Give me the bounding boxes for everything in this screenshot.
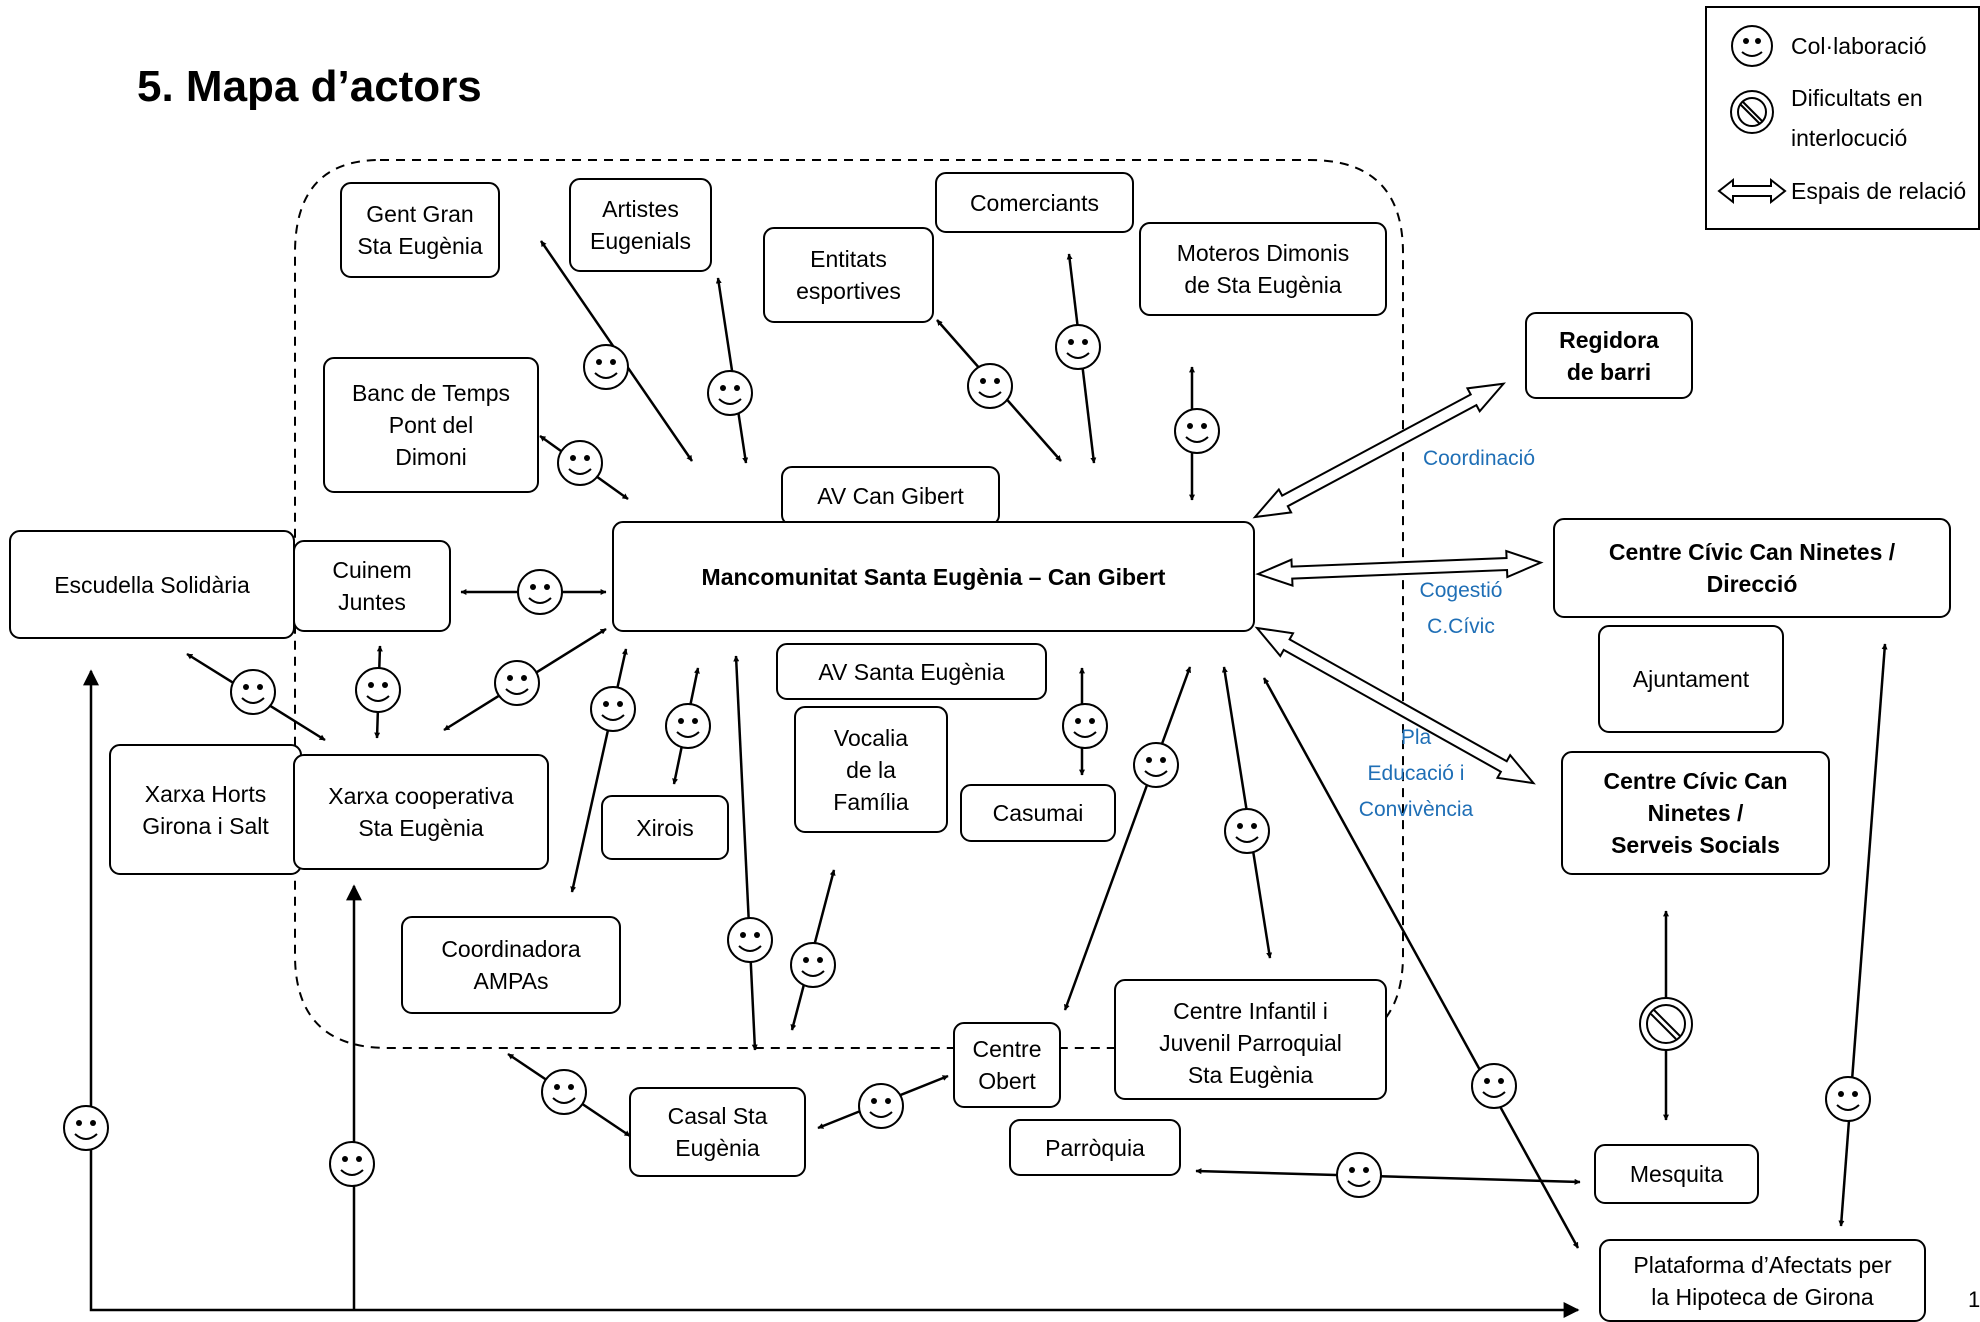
smiley-icon xyxy=(727,917,773,963)
smiley-icon xyxy=(1825,1076,1871,1122)
prohibited-icon xyxy=(1639,997,1693,1051)
node-banc-temps: Banc de Temps Pont del Dimoni xyxy=(323,357,539,493)
node-comerciants: Comerciants xyxy=(935,172,1134,233)
label-cogestio: Cogestió C.Cívic xyxy=(1419,579,1503,638)
smiley-icon xyxy=(790,942,836,988)
node-plataforma: Plataforma d’Afectats per la Hipoteca de… xyxy=(1599,1239,1926,1322)
legend-difficulties: Dificultats en interlocució xyxy=(1791,85,1923,151)
smiley-icon xyxy=(590,686,636,732)
arrow-parroquia-mesquita xyxy=(1195,1168,1581,1185)
node-coordinadora: Coordinadora AMPAs xyxy=(401,916,621,1014)
node-casumai: Casumai xyxy=(960,784,1116,842)
smiley-icon xyxy=(665,703,711,749)
node-xarxa-coop: Xarxa cooperativa Sta Eugènia xyxy=(293,754,549,870)
node-xirois: Xirois xyxy=(601,795,729,860)
smiley-icon xyxy=(1731,25,1773,67)
smiley-icon xyxy=(1336,1152,1382,1198)
node-cc-serveis: Centre Cívic Can Ninetes / Serveis Socia… xyxy=(1561,751,1830,875)
node-av-santa-eugenia: AV Santa Eugènia xyxy=(776,643,1047,700)
smiley-icon xyxy=(1471,1063,1517,1109)
smiley-icon xyxy=(1174,408,1220,454)
smiley-icon xyxy=(230,669,276,715)
node-moteros: Moteros Dimonis de Sta Eugènia xyxy=(1139,222,1387,316)
smiley-icon xyxy=(355,667,401,713)
smiley-icon xyxy=(967,363,1013,409)
smiley-icon xyxy=(517,569,563,615)
node-casal: Casal Sta Eugènia xyxy=(629,1087,806,1177)
legend-relation-spaces: Espais de relació xyxy=(1791,178,1967,204)
smiley-icon xyxy=(557,440,603,486)
double-arrow-regidora xyxy=(1252,382,1506,519)
node-av-can-gibert: AV Can Gibert xyxy=(781,466,1000,526)
smiley-icon xyxy=(858,1083,904,1129)
node-mancomunitat: Mancomunitat Santa Eugènia – Can Gibert xyxy=(612,521,1255,632)
node-mesquita: Mesquita xyxy=(1594,1144,1759,1204)
node-parroquia: Parròquia xyxy=(1009,1119,1181,1176)
node-gent-gran: Gent Gran Sta Eugènia xyxy=(340,182,500,278)
node-vocalia: Vocalia de la Família xyxy=(794,706,948,833)
prohibited-icon xyxy=(1730,90,1774,134)
arrow-mancomunitat-casal xyxy=(733,655,758,1051)
neighbourhood-boundary xyxy=(294,159,1404,1049)
smiley-icon xyxy=(329,1141,375,1187)
node-ajuntament: Ajuntament xyxy=(1598,625,1784,733)
legend-icons xyxy=(1717,25,1787,205)
node-centre-infantil: Centre Infantil i Juvenil Parroquial Sta… xyxy=(1114,979,1387,1100)
page-title: 5. Mapa d’actors xyxy=(137,62,482,111)
page-number: 1 xyxy=(1968,1287,1980,1312)
node-artistes: Artistes Eugenials xyxy=(569,178,712,272)
node-regidora: Regidora de barri xyxy=(1525,312,1693,399)
double-arrow-icon xyxy=(1717,177,1787,205)
double-arrow-ccdireccio xyxy=(1255,549,1544,588)
node-xarxa-horts: Xarxa Horts Girona i Salt xyxy=(109,744,302,875)
smiley-icon xyxy=(1055,324,1101,370)
node-cuinem: Cuinem Juntes xyxy=(293,540,451,632)
legend: Col·laboració Dificultats en interlocuci… xyxy=(1705,6,1980,230)
smiley-icon xyxy=(707,370,753,416)
node-centre-obert: Centre Obert xyxy=(953,1022,1061,1108)
node-escudella: Escudella Solidària xyxy=(9,530,295,639)
node-entitats: Entitats esportives xyxy=(763,227,934,323)
legend-collaboration: Col·laboració xyxy=(1791,33,1927,59)
smiley-icon xyxy=(494,660,540,706)
label-coordinacio: Coordinació xyxy=(1422,447,1536,470)
smiley-icon xyxy=(63,1105,109,1151)
smiley-icon xyxy=(1062,703,1108,749)
smiley-icon xyxy=(583,344,629,390)
double-arrow-ccserveis xyxy=(1254,626,1536,785)
smiley-icon xyxy=(541,1069,587,1115)
smiley-icon xyxy=(1133,742,1179,788)
line-escudella-plataforma xyxy=(83,669,1580,1318)
arrow-ccdireccio-plataforma xyxy=(1838,643,1888,1227)
label-pla: Pla Educació i Convivència xyxy=(1358,726,1474,821)
smiley-icon xyxy=(1224,808,1270,854)
node-cc-direccio: Centre Cívic Can Ninetes / Direcció xyxy=(1553,518,1951,618)
